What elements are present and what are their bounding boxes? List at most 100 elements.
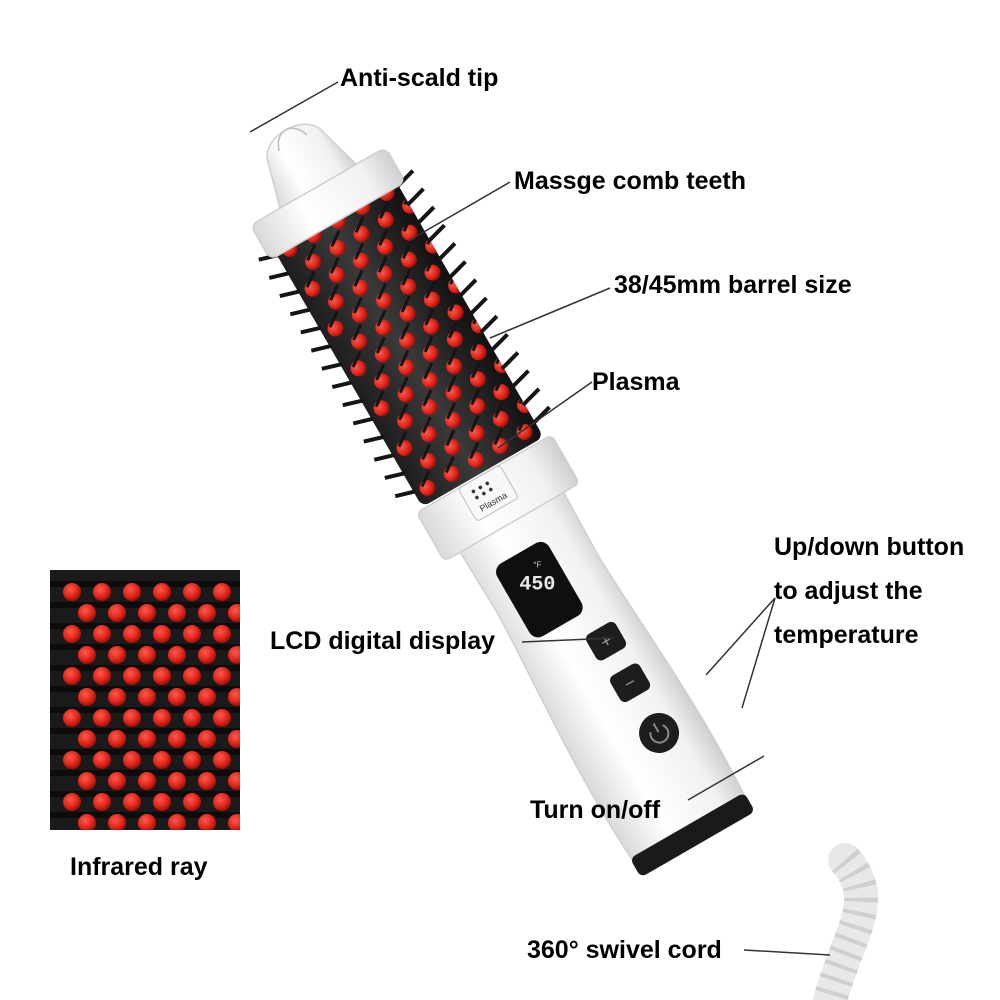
inset-bristle-red: [228, 772, 240, 790]
bristle-tip: [494, 374, 505, 392]
bristle-tip: [448, 321, 458, 339]
bristle-tip: [446, 375, 457, 393]
inset-bristle-red: [198, 772, 216, 790]
bristle-side: [447, 260, 467, 280]
bristle-side: [268, 271, 291, 280]
inset-bristle-red: [183, 583, 201, 601]
inset-bristle-red: [108, 772, 126, 790]
leader-lines: [249, 81, 831, 956]
swivel-cord: [813, 843, 879, 1000]
bristle-side: [426, 223, 446, 243]
bristle-side: [300, 325, 322, 335]
label-lcd-display: LCD digital display: [270, 627, 496, 655]
inset-bristle-red: [198, 688, 216, 706]
inset-bristle-red: [93, 793, 111, 811]
lcd-display: 450 °F: [496, 541, 583, 638]
bristle-tip: [398, 376, 409, 394]
inset-bristle-red: [228, 730, 240, 748]
inset-bristle-red: [78, 688, 96, 706]
bristle-side: [331, 380, 354, 389]
bristle-tip: [375, 363, 386, 381]
bristle-tip: [401, 268, 412, 286]
bristle-tip: [402, 241, 412, 259]
bristle-tip: [352, 323, 363, 341]
plasma-badge: Plasma: [458, 465, 518, 521]
inset-bristle-red: [63, 793, 81, 811]
inset-bristle-red: [78, 646, 96, 664]
bristle-tip: [306, 244, 317, 261]
power-button[interactable]: [632, 706, 687, 761]
bristle-tip: [379, 202, 389, 219]
inset-bristle-row: [50, 623, 240, 629]
inset-bristle-red: [213, 793, 231, 811]
bristle-tip: [470, 388, 481, 406]
inset-bristle-red: [93, 709, 111, 727]
label-barrel-size: 38/45mm barrel size: [614, 271, 852, 299]
infrared-inset: [50, 570, 240, 830]
label-plasma: Plasma: [592, 368, 680, 396]
label-updown-line3: temperature: [774, 621, 919, 649]
inset-bristle-red: [138, 814, 156, 830]
bristle-side: [437, 242, 457, 262]
label-massage-comb-teeth: Massge comb teeth: [514, 167, 747, 195]
bristle-side: [479, 314, 499, 334]
inset-bristle-red: [168, 646, 186, 664]
handle-cap: [632, 794, 753, 876]
inset-bristle-red: [108, 730, 126, 748]
inset-bristle-red: [123, 793, 141, 811]
inset-bristle-red: [108, 814, 126, 830]
bristle-tip: [422, 389, 433, 407]
bristle-side: [352, 416, 375, 426]
bristle-side: [489, 332, 509, 352]
bristle-side: [458, 278, 478, 298]
bristle-tip: [402, 215, 413, 232]
bristle-tip: [399, 349, 410, 367]
inset-bristle-red: [93, 625, 111, 643]
minus-button[interactable]: −: [608, 661, 652, 704]
bristle-tip: [448, 294, 459, 312]
inset-bristle-red: [153, 709, 171, 727]
inset-bristle-row: [50, 749, 240, 755]
inset-bristle-row: [50, 581, 240, 587]
bristle-tip: [425, 281, 435, 299]
inset-bristle-red: [153, 751, 171, 769]
inset-bristle-red: [228, 604, 240, 622]
inset-bristle-red: [138, 730, 156, 748]
label-updown-line2: to adjust the: [774, 577, 923, 605]
bristle-tip: [397, 430, 408, 448]
inset-bristle-red: [168, 814, 186, 830]
bristle-tip: [398, 403, 409, 421]
plus-button[interactable]: +: [584, 620, 628, 663]
inset-bristle-red: [63, 625, 81, 643]
inset-bristle-red: [198, 814, 216, 830]
bristle-tip: [423, 335, 434, 353]
bristle-tip: [445, 429, 456, 447]
bristle-tip: [377, 255, 388, 273]
inset-bristle-red: [78, 730, 96, 748]
inset-bristle-red: [93, 583, 111, 601]
inset-bristle-red: [78, 772, 96, 790]
bristle-side: [394, 489, 417, 499]
inset-bristle-red: [198, 730, 216, 748]
bristle-tip: [424, 308, 435, 326]
bristle-tip: [469, 415, 480, 433]
inset-bristle-red: [63, 583, 81, 601]
inset-bristle-red: [153, 793, 171, 811]
inset-bristle-red: [153, 583, 171, 601]
inset-bristle-red: [93, 667, 111, 685]
inset-bristle-row: [50, 707, 240, 713]
inset-bristle-red: [228, 646, 240, 664]
lcd-value: 450: [519, 574, 555, 597]
inset-bristle-red: [123, 667, 141, 685]
bristle-tip: [375, 336, 386, 354]
bristle-tip: [330, 230, 341, 247]
inset-bristle-red: [168, 772, 186, 790]
inset-bristle-red: [213, 583, 231, 601]
bristle-tip: [421, 416, 432, 434]
bristle-tip: [352, 296, 363, 314]
curling-brush: Plasma 450 °F + −: [252, 123, 753, 876]
bristle-side: [531, 405, 551, 425]
bristle-tip: [374, 390, 385, 408]
inset-bristle-red: [183, 709, 201, 727]
